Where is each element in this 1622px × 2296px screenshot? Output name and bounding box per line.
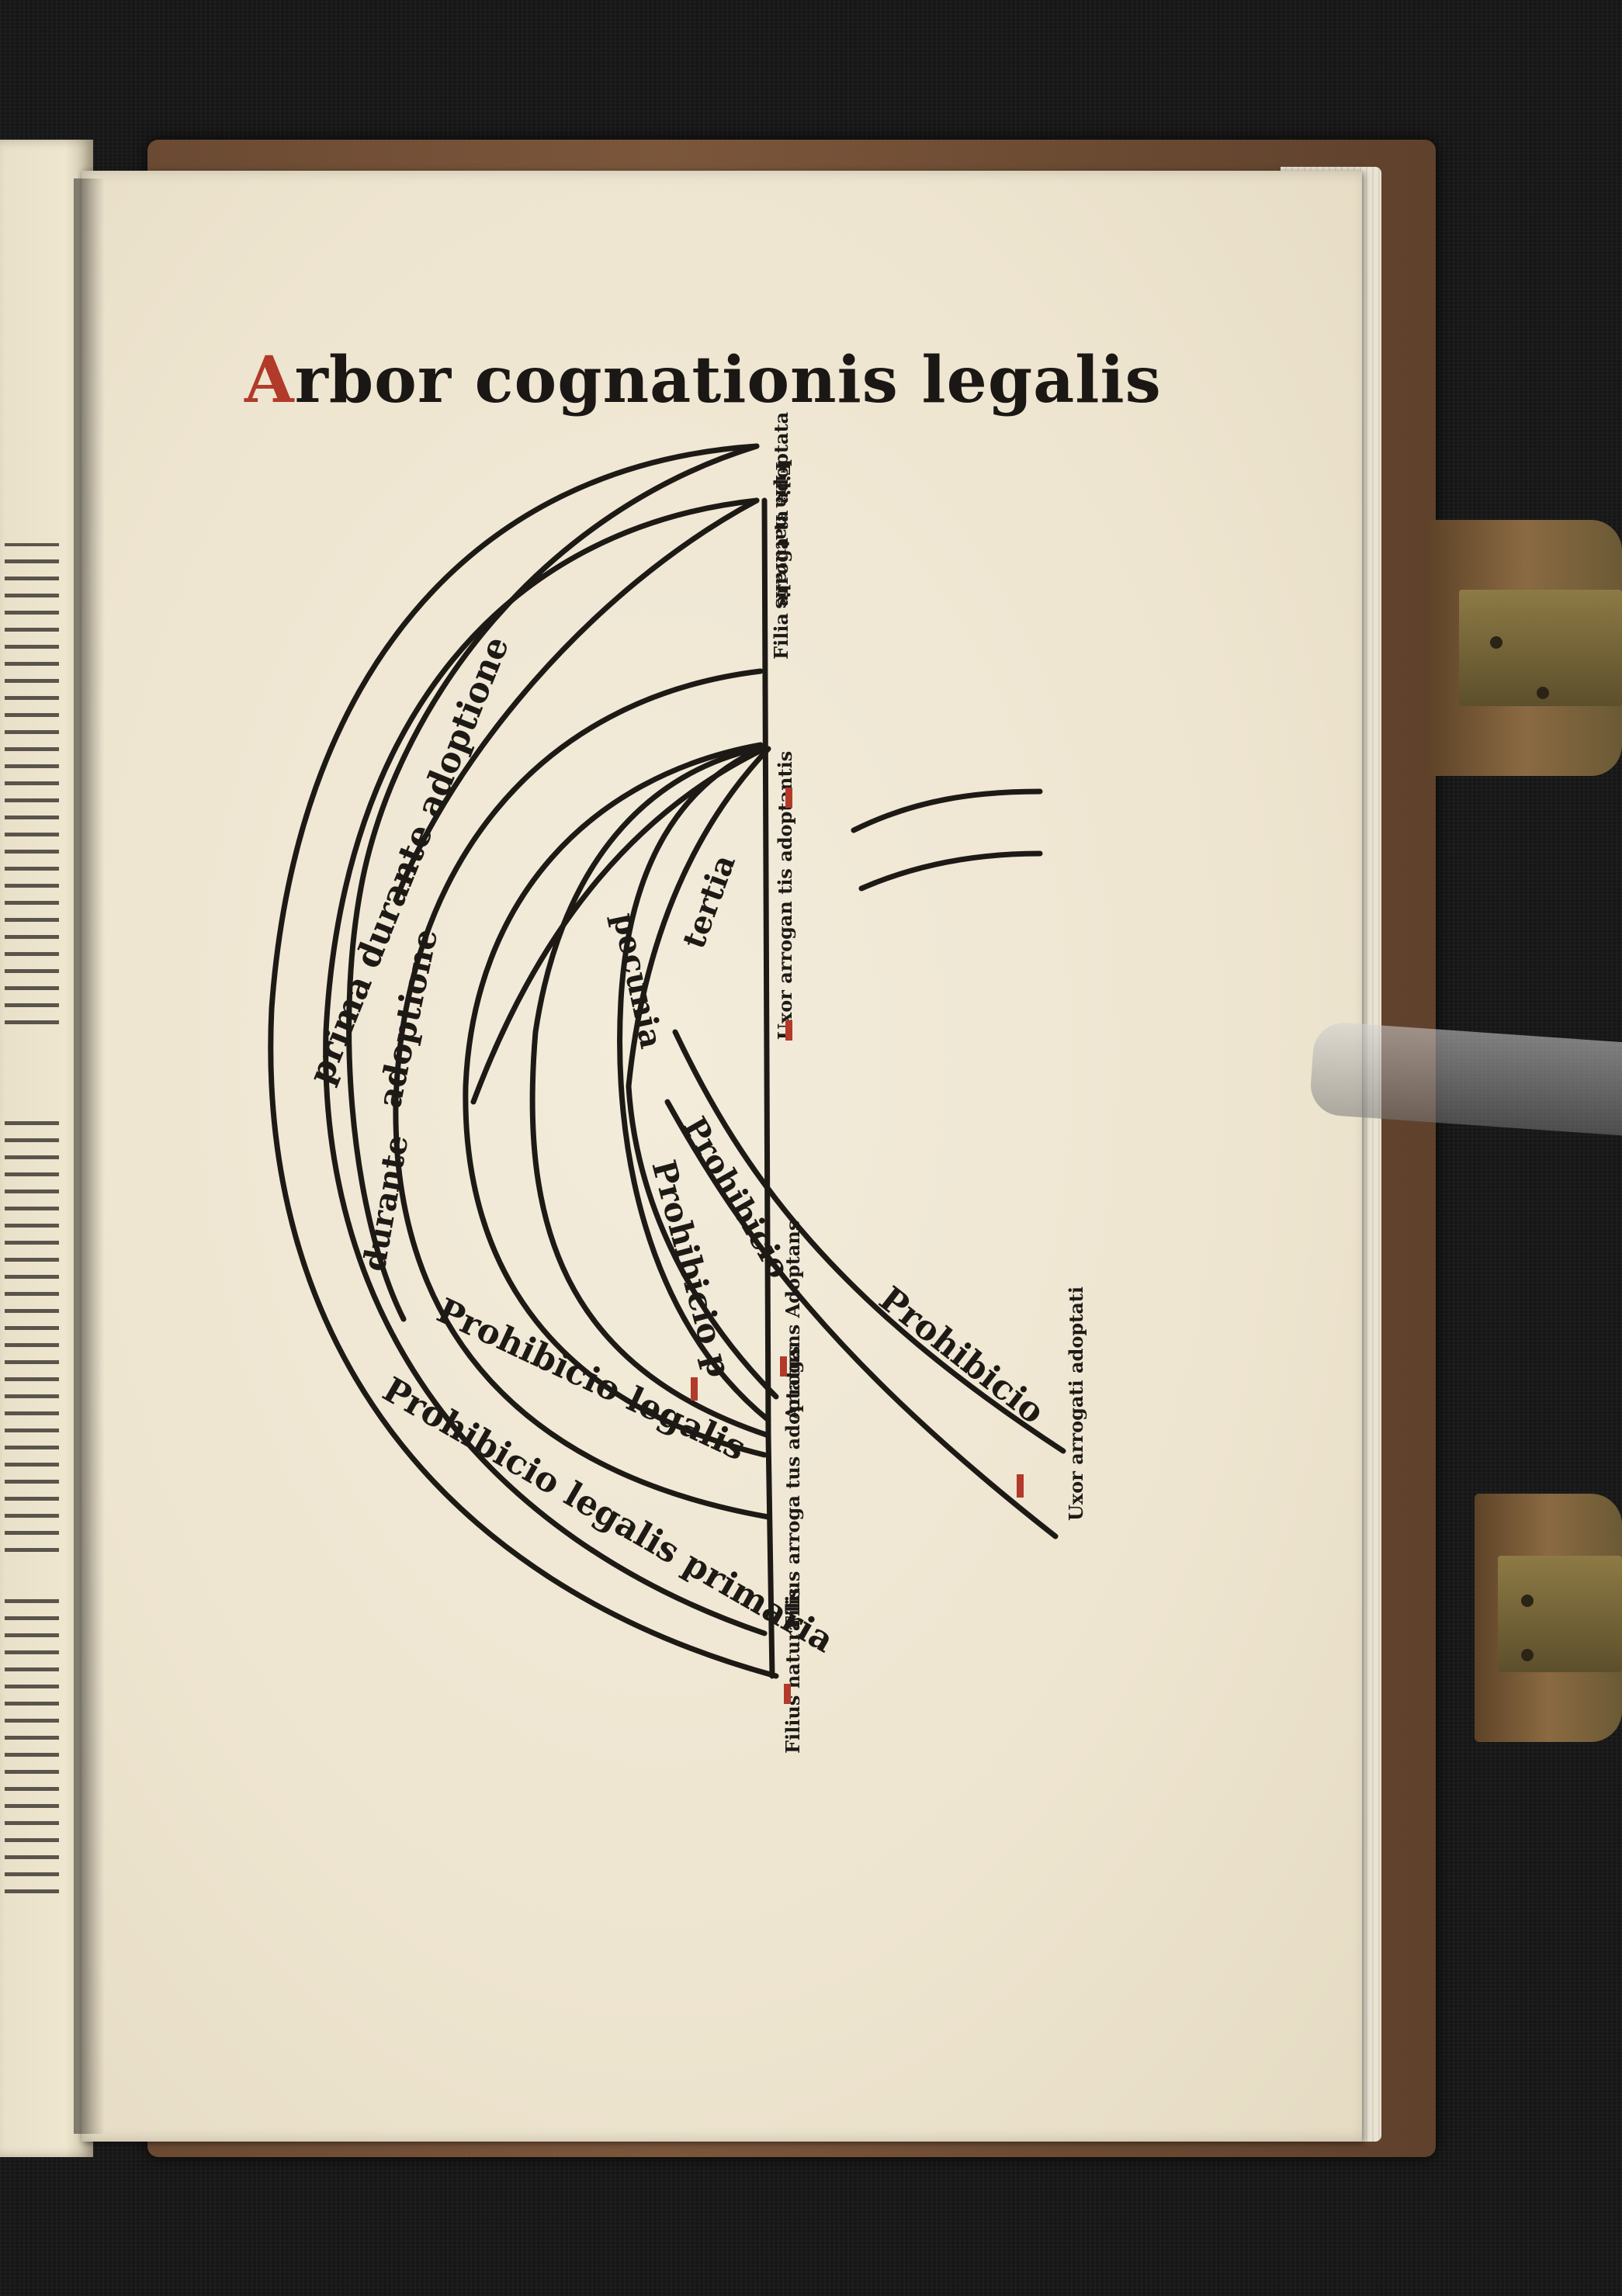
arc-cross-4 [626,746,779,1400]
gutter-shadow [74,178,105,2134]
clasp-lower [1475,1494,1622,1742]
label-arrogans-adoptans: Arrogans Adoptans [782,1221,804,1421]
stub-upper [851,788,1043,833]
label-uxor-arrogantis: Uxor arrogan tis adoptantis [774,751,796,1040]
arc-inner-1 [529,746,771,1439]
arc-cross-1 [346,443,760,1322]
arc-outer-2 [323,497,768,1636]
title-initial: A [244,343,295,417]
page-title: Arbor cognationis legalis [244,343,1162,417]
left-page [0,140,93,2157]
rubric-mark-3 [691,1377,698,1401]
label-filius-naturalis: Filius natura lis [782,1588,804,1754]
clasp-upper [1428,520,1622,776]
arc-cross-2 [393,497,760,903]
right-page [81,171,1362,2142]
arc-cross-3 [470,746,768,1105]
label-filia-naturalis: Filia naturalis [771,462,794,609]
label-uxor-arrogati: Uxor arrogati adoptati [1065,1287,1087,1521]
label-filius-arrogatus: Filius arroga tus adoptatus [782,1346,804,1629]
title-text: rbor cognationis legalis [294,343,1162,417]
band-right-bottom [664,1099,1059,1539]
rubric-mark-4 [780,1356,787,1377]
axis-vertical [761,497,775,1679]
band-right-top [672,1029,1066,1454]
label-filia-arrogata: Filia arroga ta adoptata [770,412,792,660]
stub-lower [858,850,1043,892]
rubric-mark-2 [785,1020,792,1041]
rubric-mark-1 [785,788,792,808]
arc-mid-1 [393,668,771,1520]
rubric-mark-6 [1017,1474,1024,1498]
label-prohibicio-right: Prohibicio [872,1279,1052,1432]
arc-inner-2 [617,746,771,1423]
rubric-mark-5 [784,1684,791,1704]
arc-outer-1 [268,443,779,1679]
arc-mid-2 [463,742,768,1458]
